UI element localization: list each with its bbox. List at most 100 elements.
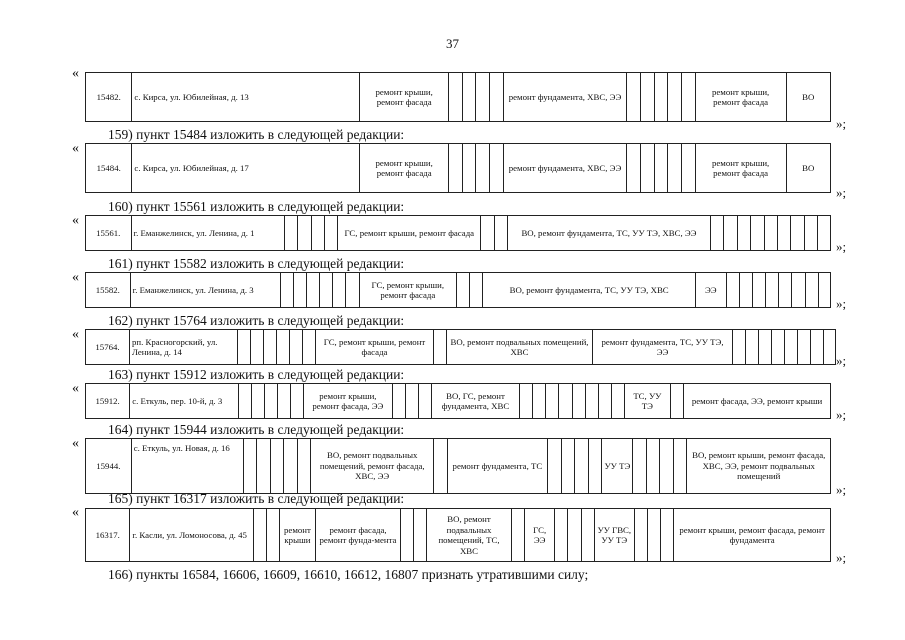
empty-cell bbox=[297, 215, 312, 251]
empty-cell bbox=[817, 272, 832, 308]
empty-cell bbox=[323, 215, 339, 251]
empty-cell bbox=[283, 215, 299, 251]
table-row: 15482. с. Кирса, ул. Юбилейная, д. 13 ре… bbox=[84, 72, 831, 122]
empty-cell bbox=[554, 508, 569, 562]
empty-cell bbox=[489, 143, 504, 193]
empty-cell bbox=[765, 272, 780, 308]
row-number: 15764. bbox=[85, 329, 130, 365]
empty-cell bbox=[532, 383, 547, 419]
empty-cell bbox=[763, 215, 779, 251]
final-clause: 166) пункты 16584, 16606, 16609, 16610, … bbox=[108, 567, 589, 582]
empty-cell bbox=[653, 72, 669, 122]
row-address: с. Еткуль, пер. 10-й, д. 3 bbox=[129, 383, 239, 419]
empty-cell bbox=[475, 143, 491, 193]
empty-cell bbox=[263, 329, 277, 365]
empty-cell bbox=[276, 329, 290, 365]
closing-quote: »; bbox=[836, 353, 847, 368]
empty-cell bbox=[404, 383, 419, 419]
empty-cell bbox=[610, 383, 625, 419]
empty-cell bbox=[250, 329, 264, 365]
row-number: 15582. bbox=[85, 272, 131, 308]
empty-cell bbox=[412, 508, 428, 562]
empty-cell bbox=[447, 143, 463, 193]
empty-cell bbox=[417, 383, 432, 419]
work-cell: ВО, ремонт фундамента, ТС, УУ ТЭ, ХВС, Э… bbox=[507, 215, 711, 251]
work-cell: ГС, ЭЭ bbox=[523, 508, 556, 562]
table-row: 15944. с. Еткуль, ул. Новая, д. 16 ВО, р… bbox=[85, 438, 831, 494]
table-row: 15764. рп. Красногорский, ул. Ленина, д.… bbox=[85, 329, 836, 365]
empty-cell bbox=[784, 329, 798, 365]
empty-cell bbox=[639, 143, 655, 193]
row-address: г. Касли, ул. Ломоносова, д. 45 bbox=[129, 508, 254, 562]
empty-cell bbox=[758, 329, 772, 365]
amendment-caption: 159) пункт 15484 изложить в следующей ре… bbox=[108, 127, 405, 142]
empty-cell bbox=[560, 438, 576, 494]
empty-cell bbox=[461, 72, 477, 122]
empty-cell bbox=[493, 215, 509, 251]
empty-cell bbox=[433, 438, 448, 494]
empty-cell bbox=[283, 438, 298, 494]
work-cell: ВО, ремонт подвальных помещений, ремонт … bbox=[310, 438, 434, 494]
empty-cell bbox=[660, 508, 675, 562]
row-address: с. Еткуль, ул. Новая, д. 16 bbox=[130, 438, 244, 494]
opening-quote: « bbox=[72, 327, 79, 342]
empty-cell bbox=[647, 508, 662, 562]
empty-cell bbox=[250, 383, 265, 419]
row-number: 15944. bbox=[85, 438, 132, 494]
empty-cell bbox=[265, 508, 280, 562]
opening-quote: « bbox=[72, 141, 79, 156]
work-cell: ЭЭ bbox=[695, 272, 727, 308]
row-address: с. Кирса, ул. Юбилейная, д. 17 bbox=[131, 143, 361, 193]
opening-quote: « bbox=[72, 436, 79, 451]
empty-cell bbox=[237, 383, 252, 419]
empty-cell bbox=[681, 72, 696, 122]
opening-quote: « bbox=[72, 270, 79, 285]
closing-quote: »; bbox=[836, 185, 847, 200]
empty-cell bbox=[626, 143, 641, 193]
row-address: рп. Красногорский, ул. Ленина, д. 14 bbox=[129, 329, 238, 365]
empty-cell bbox=[447, 72, 463, 122]
amendment-caption: 162) пункт 15764 изложить в следующей ре… bbox=[108, 313, 405, 328]
amendment-caption: 160) пункт 15561 изложить в следующей ре… bbox=[108, 199, 405, 214]
closing-quote: »; bbox=[836, 296, 847, 311]
empty-cell bbox=[667, 72, 683, 122]
empty-cell bbox=[455, 272, 471, 308]
work-cell: ВО, ремонт крыши, ремонт фасада, ХВС, ЭЭ… bbox=[686, 438, 831, 494]
work-cell: ремонт фасада, ЭЭ, ремонт крыши bbox=[683, 383, 831, 419]
empty-cell bbox=[475, 72, 491, 122]
empty-cell bbox=[791, 272, 806, 308]
work-cell: ремонт крыши, ремонт фасада bbox=[359, 72, 449, 122]
empty-cell bbox=[778, 272, 793, 308]
empty-cell bbox=[289, 329, 303, 365]
work-cell: ВО bbox=[785, 143, 831, 193]
empty-cell bbox=[580, 508, 595, 562]
closing-quote: »; bbox=[836, 550, 847, 565]
work-cell: ремонт фасада, ремонт фунда-мента bbox=[315, 508, 401, 562]
closing-quote: »; bbox=[836, 482, 847, 497]
empty-cell bbox=[745, 329, 759, 365]
work-cell: ГС, ремонт крыши, ремонт фасада bbox=[315, 329, 434, 365]
empty-cell bbox=[519, 383, 534, 419]
empty-cell bbox=[399, 508, 415, 562]
empty-cell bbox=[817, 215, 831, 251]
empty-cell bbox=[296, 438, 312, 494]
empty-cell bbox=[558, 383, 573, 419]
row-number: 15561. bbox=[85, 215, 132, 251]
empty-cell bbox=[574, 438, 589, 494]
empty-cell bbox=[667, 143, 683, 193]
empty-cell bbox=[345, 272, 360, 308]
empty-cell bbox=[771, 329, 785, 365]
work-cell: УУ ТЭ bbox=[601, 438, 634, 494]
empty-cell bbox=[567, 508, 582, 562]
table-row: 16317. г. Касли, ул. Ломоносова, д. 45 р… bbox=[84, 508, 831, 562]
work-cell: ремонт крыши, ремонт фасада, ЭЭ bbox=[303, 383, 393, 419]
amendment-caption: 161) пункт 15582 изложить в следующей ре… bbox=[108, 256, 405, 271]
empty-cell bbox=[823, 329, 836, 365]
empty-cell bbox=[633, 508, 649, 562]
empty-cell bbox=[672, 438, 688, 494]
row-number: 15912. bbox=[84, 383, 131, 419]
empty-cell bbox=[751, 272, 767, 308]
closing-quote: »; bbox=[836, 116, 847, 131]
row-number: 16317. bbox=[84, 508, 131, 562]
empty-cell bbox=[639, 72, 655, 122]
